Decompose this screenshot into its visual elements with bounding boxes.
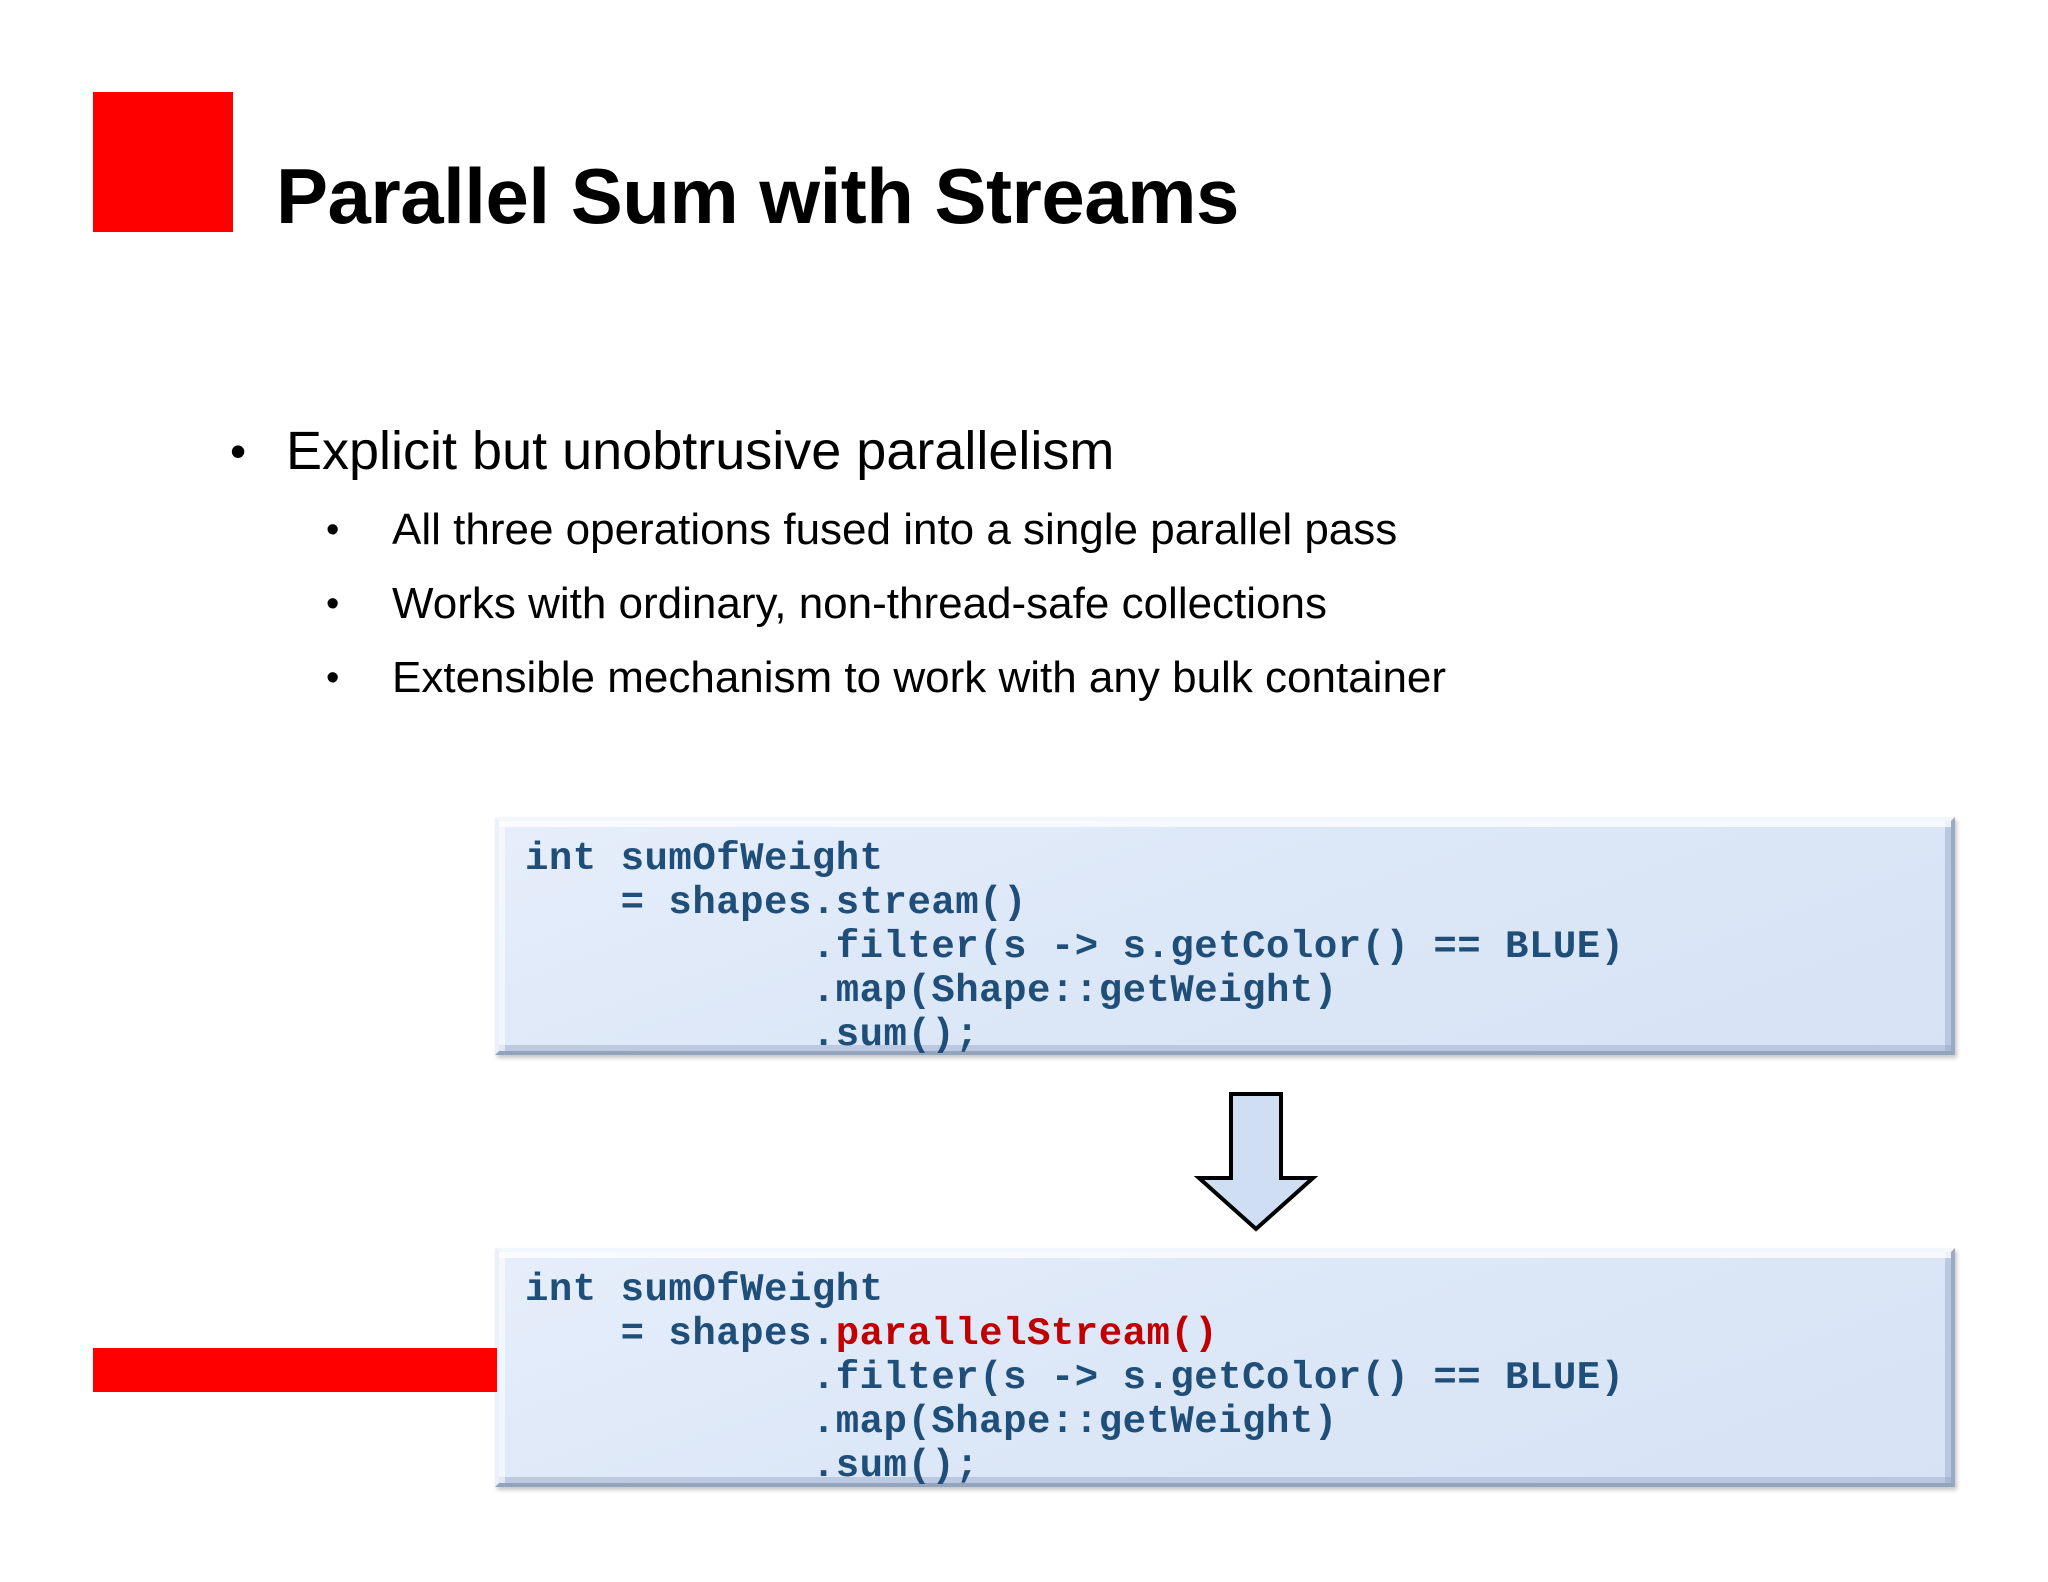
code-block-parallel-text: int sumOfWeight = shapes.parallelStream(… <box>525 1268 1625 1488</box>
bullet-item-level2-fused: • All three operations fused into a sing… <box>326 504 1930 556</box>
bottom-accent-bar <box>93 1348 497 1392</box>
code-line-1: int sumOfWeight <box>525 1268 884 1312</box>
code-block-sequential-text: int sumOfWeight = shapes.stream() .filte… <box>525 837 1625 1057</box>
code-line-2-prefix: = shapes. <box>525 1312 836 1356</box>
bullet-label: Extensible mechanism to work with any bu… <box>392 653 1447 702</box>
page-title: Parallel Sum with Streams <box>276 152 1239 240</box>
code-block-parallel: int sumOfWeight = shapes.parallelStream(… <box>495 1248 1955 1488</box>
bullet-marker-icon: • <box>326 657 340 699</box>
code-line-5: .sum(); <box>525 1444 980 1488</box>
title-accent-square <box>93 92 233 232</box>
bullet-marker-icon: • <box>326 583 340 625</box>
bullet-label: Explicit but unobtrusive parallelism <box>286 421 1115 481</box>
code-line-4: .map(Shape::getWeight) <box>525 1400 1338 1444</box>
code-line-5: .sum(); <box>525 1013 980 1057</box>
down-arrow-icon <box>1193 1092 1319 1232</box>
code-line-2: = shapes.stream() <box>525 881 1027 925</box>
bullet-list: • Explicit but unobtrusive parallelism •… <box>230 420 1930 704</box>
bullet-label: All three operations fused into a single… <box>392 505 1398 554</box>
code-line-3: .filter(s -> s.getColor() == BLUE) <box>525 1356 1625 1400</box>
bullet-item-level2-extensible: • Extensible mechanism to work with any … <box>326 652 1930 704</box>
bullet-label: Works with ordinary, non-thread-safe col… <box>392 579 1327 628</box>
code-line-4: .map(Shape::getWeight) <box>525 969 1338 1013</box>
code-block-sequential: int sumOfWeight = shapes.stream() .filte… <box>495 817 1955 1057</box>
bullet-marker-icon: • <box>230 425 247 477</box>
code-line-3: .filter(s -> s.getColor() == BLUE) <box>525 925 1625 969</box>
code-line-1: int sumOfWeight <box>525 837 884 881</box>
bullet-marker-icon: • <box>326 509 340 551</box>
code-highlight-parallelstream: parallelStream() <box>835 1312 1219 1356</box>
bullet-item-level2-collections: • Works with ordinary, non-thread-safe c… <box>326 578 1930 630</box>
bullet-item-level1: • Explicit but unobtrusive parallelism <box>230 420 1930 482</box>
